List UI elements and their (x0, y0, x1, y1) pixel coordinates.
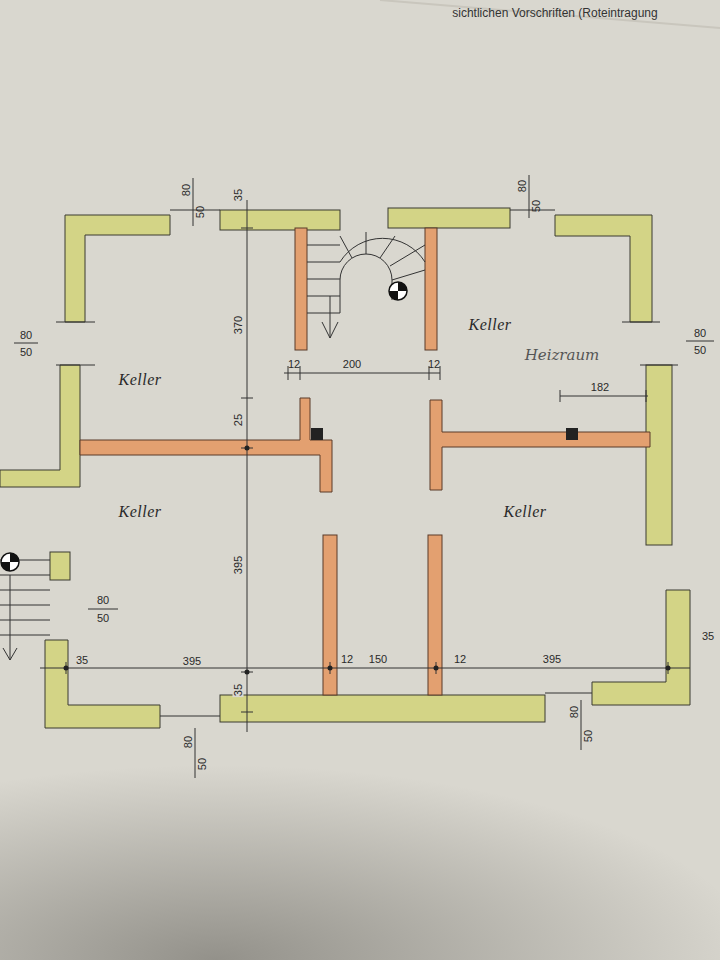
dimension: 395 (183, 656, 201, 667)
dimension: 50 (694, 345, 706, 356)
dimension: 80 (694, 328, 706, 339)
room-label: Keller (469, 317, 512, 333)
dimension-dots (64, 446, 671, 675)
dimension: 80 (569, 706, 580, 718)
dimension: 200 (343, 359, 361, 370)
dimension: 80 (20, 330, 32, 341)
dimension: 50 (531, 200, 542, 212)
header-note: sichtlichen Vorschriften (Roteintragung (452, 7, 657, 19)
dimension: 25 (233, 413, 244, 427)
inner-walls (80, 228, 650, 695)
dimension: 80 (517, 180, 528, 192)
room-label: Keller (119, 372, 162, 388)
room-label: Keller (119, 504, 162, 520)
dimension: 50 (20, 347, 32, 358)
dimension: 370 (233, 315, 244, 335)
dimension: 12 (454, 654, 466, 665)
stair-symbol (1, 282, 407, 571)
stairs (0, 232, 425, 660)
outer-walls (0, 208, 690, 728)
room-label: Keller (504, 504, 547, 520)
dimension: 50 (195, 206, 206, 218)
dimension: 395 (543, 654, 561, 665)
room-label: Heizraum (525, 348, 600, 363)
dimension: 35 (233, 188, 244, 202)
dimension: 80 (181, 184, 192, 196)
dimension: 12 (341, 654, 353, 665)
dimension: 50 (97, 613, 109, 624)
dimension: 395 (233, 555, 244, 575)
dimension: 80 (97, 595, 109, 606)
dimension: 182 (591, 382, 609, 393)
dimension: 35 (233, 683, 244, 697)
shadow (0, 700, 720, 960)
dimension: 150 (369, 654, 387, 665)
dimension: 80 (183, 736, 194, 748)
dimension: 50 (197, 758, 208, 770)
dimension-lines (14, 175, 714, 778)
chimney (311, 428, 578, 440)
paper-fold (380, 0, 720, 28)
dimension: 12 (428, 359, 440, 370)
dimension: 35 (702, 631, 714, 642)
dimension: 50 (583, 730, 594, 742)
dimension: 12 (288, 359, 300, 370)
dimension: 35 (76, 655, 88, 666)
